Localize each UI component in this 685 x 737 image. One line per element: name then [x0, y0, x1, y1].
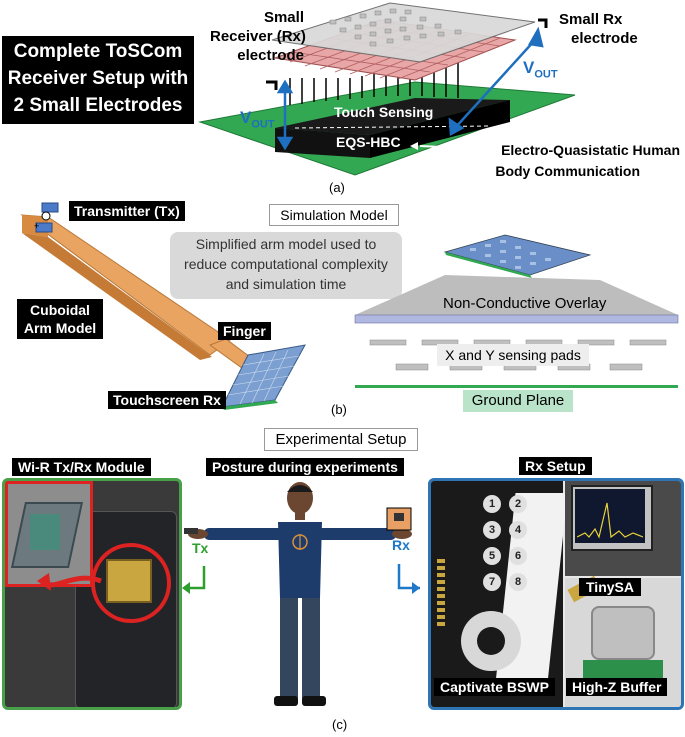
simplified-line-1: Simplified arm model used to	[195, 236, 377, 252]
left-arm	[204, 528, 284, 540]
non-conductive-overlay-top	[271, 2, 536, 63]
small-receiver-line-3: electrode	[237, 47, 304, 64]
touchscreen-rx	[221, 344, 306, 408]
vout-right-v: V	[523, 58, 535, 77]
keypad-button-4: 4	[509, 521, 527, 539]
right-leg	[302, 598, 320, 698]
cuboidal-line-2: Arm Model	[23, 320, 97, 336]
posture-label: Posture during experiments	[206, 458, 404, 476]
ground-plane-bar	[355, 385, 678, 388]
rx-setup-label: Rx Setup	[519, 457, 592, 475]
eqs-hbc-label: EQS-HBC	[336, 134, 401, 150]
zoom-fan	[355, 275, 678, 315]
keypad-button-2: 2	[509, 495, 527, 513]
caption-b: (b)	[331, 402, 347, 417]
small-rx-label: Small Rx electrode	[559, 10, 638, 48]
touch-sensing-label: Touch Sensing	[334, 104, 433, 120]
keypad-button-8: 8	[509, 573, 527, 591]
keypad-button-7: 7	[483, 573, 501, 591]
arm-model-diagram: +	[20, 202, 306, 410]
right-arm	[316, 528, 396, 540]
left-leg	[280, 598, 298, 698]
vout-left-v: V	[240, 108, 252, 127]
eqs-description: Electro-Quasistatic Human Body Communica…	[470, 140, 680, 182]
torso	[278, 522, 322, 598]
eqs-hbc-chip	[275, 128, 370, 158]
caption-c: (c)	[332, 717, 348, 732]
small-rx-line-2: electrode	[571, 30, 638, 47]
touchscreen-stack-diagram	[198, 2, 576, 176]
small-receiver-label: Small Receiver (Rx) electrode	[210, 8, 306, 65]
source-icon	[41, 211, 51, 221]
ground-plane-label: Ground Plane	[463, 390, 573, 412]
experimental-setup-label: Experimental Setup	[264, 428, 418, 451]
simplified-note: Simplified arm model used to reduce comp…	[170, 232, 402, 299]
simplified-line-3: and simulation time	[225, 276, 347, 292]
wir-module-label: Wi-R Tx/Rx Module	[12, 458, 151, 476]
tx-label: Tx	[192, 540, 209, 556]
inset-photo	[5, 481, 93, 587]
highz-label: High-Z Buffer	[566, 678, 668, 696]
tinysa-label: TinySA	[579, 578, 641, 596]
vout-left-arrow	[276, 79, 294, 151]
touchscreen-preview	[443, 234, 592, 276]
vout-right-label: VOUT	[523, 58, 558, 80]
vout-left-sub: OUT	[251, 118, 275, 131]
transmitter-electrode-top	[41, 202, 59, 213]
keypad-button-6: 6	[509, 547, 527, 565]
vout-right-arrow	[448, 26, 544, 137]
rx-arrow	[397, 564, 420, 590]
tx-device	[184, 528, 198, 534]
small-receiver-line-2: Receiver (Rx)	[210, 28, 306, 45]
small-rx-line-1: Small Rx	[559, 11, 623, 28]
person-figure	[182, 482, 420, 706]
keypad-button-1: 1	[483, 495, 501, 513]
overlay-bar	[354, 314, 679, 324]
tinysa-photo	[565, 481, 681, 576]
highlight-circle	[91, 543, 171, 623]
cuboidal-line-1: Cuboidal	[30, 302, 90, 318]
cuboidal-arm	[20, 214, 231, 356]
eqs-desc-line-2: Body Communication	[495, 163, 640, 179]
non-conductive-label: Non-Conductive Overlay	[443, 295, 607, 312]
title-line-3: 2 Small Electrodes	[13, 95, 183, 116]
svg-text:+: +	[34, 221, 39, 231]
vout-left-label: VOUT	[240, 108, 275, 130]
xy-pads-label: X and Y sensing pads	[437, 344, 589, 366]
small-receiver-line-1: Small	[263, 9, 304, 26]
tx-arrow	[184, 566, 206, 590]
touch-sensing-chip-top	[275, 98, 510, 135]
rx-label: Rx	[392, 537, 410, 553]
keypad-button-3: 3	[483, 521, 501, 539]
eqs-hbc-text: EQS-HBC	[336, 134, 401, 150]
panel-a-title-box: Complete ToSCom Receiver Setup with 2 Sm…	[2, 36, 194, 124]
gold-pads	[106, 559, 152, 603]
vout-right-sub: OUT	[534, 68, 558, 81]
layer-cross-section	[354, 234, 679, 388]
spectrum-trace	[577, 502, 643, 539]
title-line-2: Receiver Setup with	[7, 68, 189, 89]
simulation-model-label: Simulation Model	[269, 204, 399, 226]
wir-module-frame	[2, 478, 182, 710]
caption-a: (a)	[329, 180, 345, 195]
transmitter-label: Transmitter (Tx)	[69, 201, 185, 221]
captivate-label: Captivate BSWP	[434, 678, 555, 696]
eqs-desc-line-1: Electro-Quasistatic Human	[501, 142, 680, 158]
simplified-line-2: reduce computational complexity	[184, 256, 388, 272]
red-pointer-arrow	[37, 573, 102, 591]
cuboidal-arm-label: Cuboidal Arm Model	[17, 299, 103, 339]
touch-sensing-text: Touch Sensing	[334, 104, 434, 120]
touchscreen-rx-label: Touchscreen Rx	[108, 391, 226, 409]
finger-label: Finger	[218, 322, 271, 340]
captivate-board	[431, 481, 568, 707]
keypad-button-5: 5	[483, 547, 501, 565]
title-line-1: Complete ToSCom	[13, 41, 183, 62]
